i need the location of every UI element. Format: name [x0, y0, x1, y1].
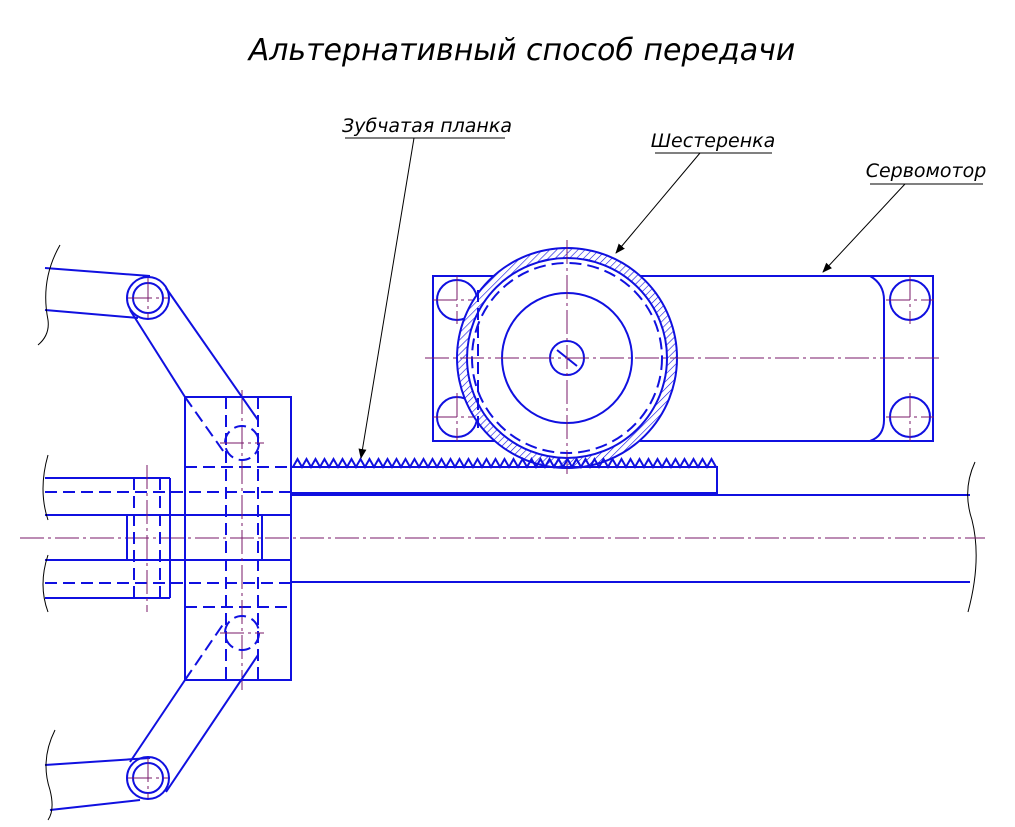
servo-motor [425, 275, 942, 442]
upper-link [37, 244, 259, 456]
label-servo: Сервомотор [822, 160, 987, 273]
shaft [20, 461, 985, 613]
label-rack: Зубчатая планка [342, 115, 512, 459]
gear-rack [290, 456, 718, 494]
lower-link [44, 619, 259, 821]
svg-text:Сервомотор: Сервомотор [866, 160, 987, 182]
left-rod [42, 454, 291, 613]
mount-holes [433, 276, 934, 441]
slider-block [184, 390, 292, 690]
drawing-title: Альтернативный способ передачи [247, 33, 796, 68]
svg-text:Шестеренка: Шестеренка [651, 130, 776, 152]
gear [425, 240, 700, 478]
label-gear: Шестеренка [615, 130, 776, 254]
svg-text:Зубчатая планка: Зубчатая планка [342, 115, 512, 137]
